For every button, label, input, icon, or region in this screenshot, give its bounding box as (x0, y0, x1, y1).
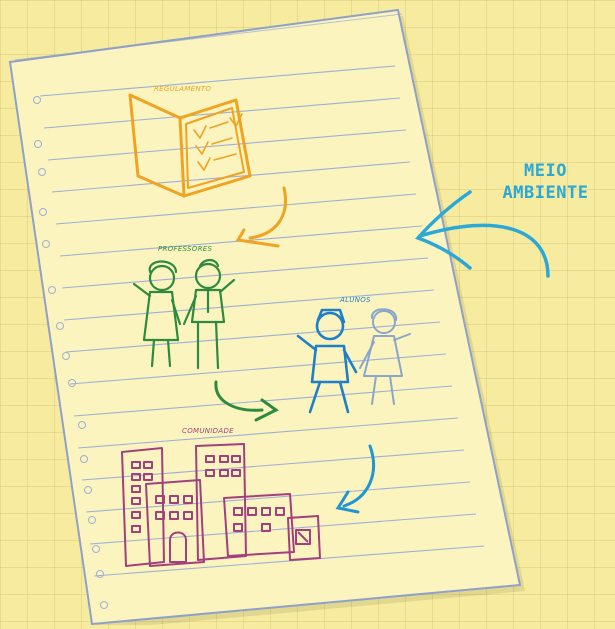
arrow-professores-to-alunos (214, 380, 279, 422)
binder-holes (33, 96, 108, 609)
arrow-alunos-to-comunidade (335, 444, 375, 514)
arrow-regulamento-to-professores (235, 186, 287, 248)
label-alunos: ALUNOS (340, 296, 371, 304)
comunidade-buildings-icon (121, 443, 321, 567)
alunos-girl-figure (359, 308, 411, 405)
meio-ambiente-arrow (414, 190, 550, 278)
label-regulamento: REGULAMENTO (154, 85, 212, 93)
label-professores: PROFESSORES (158, 245, 213, 253)
professores-figures (132, 258, 236, 370)
meio-ambiente-title: MEIO AMBIENTE (478, 160, 613, 204)
title-line-2: AMBIENTE (502, 183, 589, 203)
notebook-page (8, 8, 525, 629)
regulamento-folder-icon (128, 93, 252, 198)
title-line-1: MEIO (524, 161, 567, 181)
alunos-boy-figure (296, 308, 358, 414)
label-comunidade: COMUNIDADE (182, 427, 234, 435)
